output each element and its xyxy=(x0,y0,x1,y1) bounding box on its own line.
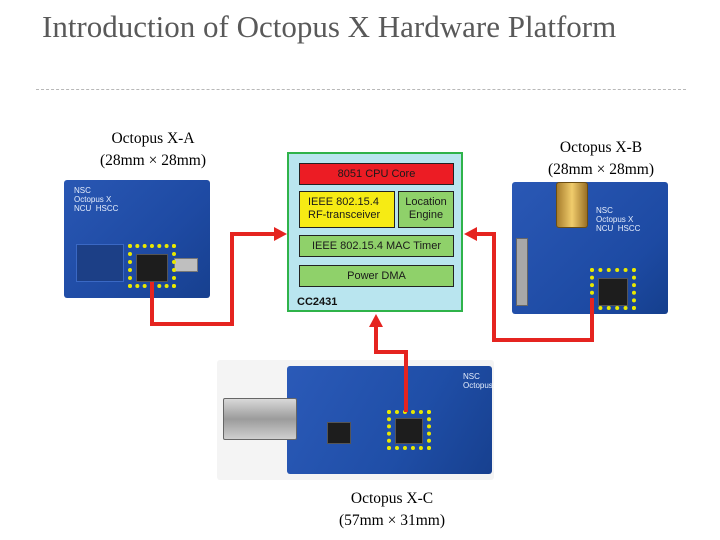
rf-transceiver-block: IEEE 802.15.4 RF-transceiver xyxy=(299,191,395,228)
chip-name: CC2431 xyxy=(297,296,338,308)
slide-title: Introduction of Octopus X Hardware Platf… xyxy=(42,9,617,44)
board-a-size: (28mm × 28mm) xyxy=(99,152,207,169)
board-b-battery-holder xyxy=(516,238,528,306)
title-divider xyxy=(36,89,686,90)
location-engine-block: Location Engine xyxy=(398,191,454,228)
board-c-name: Octopus X-C xyxy=(350,490,434,507)
board-c-silkscreen: NSC Octopus X xyxy=(463,372,493,390)
board-b-cc2431-chip xyxy=(598,278,628,306)
board-c-size: (57mm × 31mm) xyxy=(338,512,446,529)
board-c-photo: NSC Octopus X xyxy=(217,360,494,480)
arrowhead-a xyxy=(274,227,287,241)
board-b-chip-highlight xyxy=(590,268,636,310)
board-a-connector xyxy=(76,244,124,282)
location-line1: Location xyxy=(405,196,447,208)
board-b-label: Octopus X-B (28mm × 28mm) xyxy=(503,137,699,181)
board-a-silkscreen: NSC Octopus X NCU HSCC xyxy=(74,186,119,213)
board-b-sma-antenna xyxy=(556,182,588,228)
board-b-photo: NSC Octopus X NCU HSCC xyxy=(512,182,668,314)
rf-line2: RF-transceiver xyxy=(308,209,381,221)
board-a-name: Octopus X-A xyxy=(111,130,195,147)
board-b-size: (28mm × 28mm) xyxy=(547,161,655,178)
board-a-chip-highlight xyxy=(128,244,176,288)
arrowhead-c xyxy=(369,314,383,327)
board-b-silkscreen: NSC Octopus X NCU HSCC xyxy=(596,206,641,233)
board-c-cc2431-chip xyxy=(395,418,423,444)
rf-line1: IEEE 802.15.4 xyxy=(308,196,379,208)
board-a-crystal xyxy=(174,258,198,272)
power-dma-block: Power DMA xyxy=(299,265,454,287)
board-b-name: Octopus X-B xyxy=(559,139,643,156)
board-c-label: Octopus X-C (57mm × 31mm) xyxy=(294,488,490,532)
board-c-chip-highlight xyxy=(387,410,431,450)
location-line2: Engine xyxy=(408,209,444,221)
arrowhead-b xyxy=(464,227,477,241)
board-c-usb-plug xyxy=(223,398,297,440)
mac-timer-block: IEEE 802.15.4 MAC Timer xyxy=(299,235,454,257)
cc2431-block-diagram: 8051 CPU Core IEEE 802.15.4 RF-transceiv… xyxy=(287,152,463,312)
board-c-pcb: NSC Octopus X xyxy=(287,366,493,474)
board-a-photo: NSC Octopus X NCU HSCC xyxy=(64,180,210,298)
board-c-usb-controller xyxy=(327,422,351,444)
cpu-core-block: 8051 CPU Core xyxy=(299,163,454,185)
board-a-label: Octopus X-A (28mm × 28mm) xyxy=(60,128,246,172)
